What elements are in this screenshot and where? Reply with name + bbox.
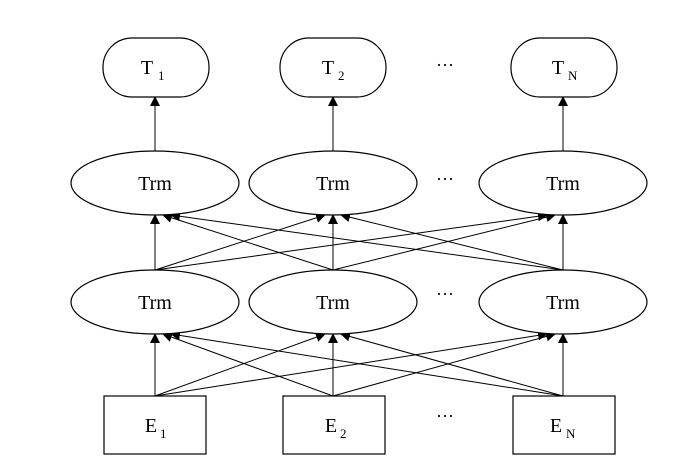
trm-upper-n: Trm xyxy=(478,150,648,216)
output-label: T xyxy=(552,57,564,79)
input-label: E xyxy=(550,415,562,437)
lower-to-upper-edge xyxy=(340,212,564,271)
lower-to-upper-edge xyxy=(170,211,564,271)
trm-lower-1: Trm xyxy=(70,269,240,335)
lower-to-upper-edge xyxy=(332,212,556,271)
output-label: T xyxy=(141,57,153,79)
input-label: E xyxy=(145,415,157,437)
upper-ellipsis: ··· xyxy=(436,169,454,189)
input-to-lower-edge xyxy=(154,330,548,397)
input-node-1: E 1 xyxy=(103,395,207,455)
output-node-n: T N xyxy=(510,37,618,98)
input-subscript: 1 xyxy=(160,426,167,441)
lower-to-upper-edge xyxy=(154,213,326,271)
input-subscript: 2 xyxy=(340,426,347,441)
output-subscript: 2 xyxy=(338,68,345,83)
trm-label: Trm xyxy=(546,173,580,195)
output-subscript: 1 xyxy=(158,68,165,83)
output-label: T xyxy=(322,57,334,79)
trm-lower-n: Trm xyxy=(478,269,648,335)
trm-label: Trm xyxy=(316,292,350,314)
trm-lower-2: Trm xyxy=(248,269,418,335)
input-to-lower-edge xyxy=(332,331,556,397)
trm-label: Trm xyxy=(138,173,172,195)
input-to-lower-edge xyxy=(170,330,564,397)
output-node-1: T 1 xyxy=(102,37,210,98)
input-label: E xyxy=(325,415,337,437)
input-node-n: E N xyxy=(512,395,616,455)
input-subscript: N xyxy=(566,426,576,441)
trm-label: Trm xyxy=(316,173,350,195)
output-node-2: T 2 xyxy=(279,37,387,98)
output-subscript: N xyxy=(568,68,578,83)
lower-ellipsis: ··· xyxy=(436,284,454,304)
input-node-2: E 2 xyxy=(282,395,386,455)
output-ellipsis: ··· xyxy=(436,55,454,75)
trm-label: Trm xyxy=(138,292,172,314)
lower-to-upper-edge xyxy=(154,211,548,271)
edges xyxy=(150,96,568,397)
input-ellipsis: ··· xyxy=(436,406,454,426)
trm-upper-2: Trm xyxy=(248,150,418,216)
lower-to-upper-edge xyxy=(162,213,334,271)
input-to-lower-edge xyxy=(154,332,326,397)
input-to-lower-edge xyxy=(340,331,564,397)
trm-label: Trm xyxy=(546,292,580,314)
trm-upper-1: Trm xyxy=(70,150,240,216)
input-to-lower-edge xyxy=(162,332,334,397)
